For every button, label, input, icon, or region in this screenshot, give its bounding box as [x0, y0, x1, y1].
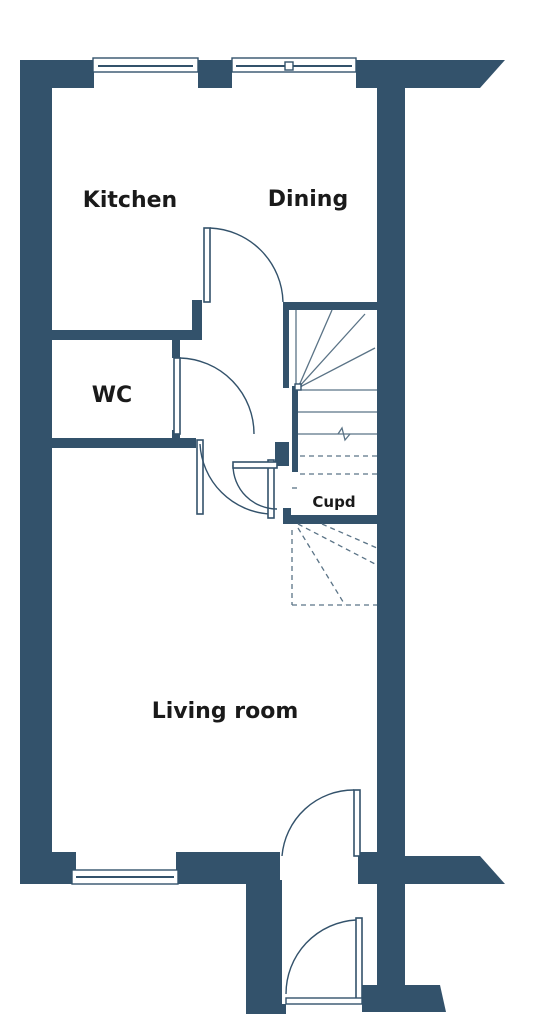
windows — [71, 57, 357, 885]
door-cupboard — [232, 461, 278, 469]
outer-walls — [20, 60, 505, 1014]
door-cupboard-swing — [232, 464, 278, 510]
wall-wc-living — [52, 438, 196, 448]
wall-right-flare — [377, 856, 505, 884]
wall-top-left — [20, 60, 94, 88]
wall-bottom-left — [20, 852, 76, 884]
porch-threshold — [285, 997, 363, 1005]
wall-cupboard-bottom — [283, 515, 377, 524]
room-label-dining: Dining — [268, 187, 348, 212]
wall-porch-left — [246, 880, 282, 1012]
wall-porch-bottom-left — [246, 1004, 286, 1014]
door-kitchen — [203, 227, 211, 303]
wall-bottom-mid — [176, 852, 280, 884]
wall-porch-right-step — [362, 985, 446, 1012]
door-wc — [173, 357, 181, 435]
internal-walls — [52, 300, 377, 524]
room-labels: Kitchen Dining WC Cupd Living room — [83, 187, 356, 724]
wall-top-right — [356, 60, 505, 88]
wall-stair-top — [283, 302, 377, 310]
door-porch — [355, 917, 363, 1003]
wall-kitchen-wc — [52, 330, 196, 340]
wall-top-mid — [198, 60, 232, 88]
wall-right — [377, 88, 405, 856]
wall-left — [20, 60, 52, 884]
room-label-kitchen: Kitchen — [83, 188, 177, 213]
door-living — [196, 439, 204, 515]
room-label-living: Living room — [152, 699, 299, 724]
room-label-cupboard: Cupd — [312, 493, 355, 511]
doors — [173, 227, 363, 1005]
staircase — [291, 309, 378, 606]
door-lobby — [353, 789, 361, 857]
room-label-wc: WC — [92, 383, 132, 408]
wall-bottom-right — [358, 852, 377, 884]
